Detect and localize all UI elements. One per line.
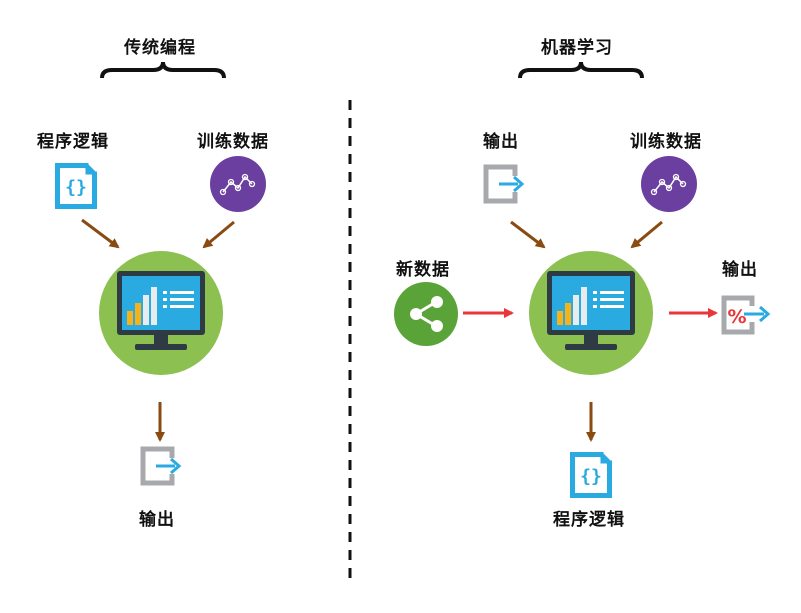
right-title-brace (518, 61, 644, 79)
arrow-logic-to-computer (81, 218, 120, 249)
arrow-data-to-computer (202, 220, 235, 249)
export-arrow-icon (486, 167, 522, 201)
right-new-data-label: 新数据 (396, 260, 450, 280)
right-output-right-label: 输出 (722, 260, 758, 280)
line-chart-icon (640, 155, 698, 213)
right-output-top-label: 输出 (483, 132, 519, 152)
left-training-data-label: 训练数据 (197, 132, 269, 152)
arrow-data-to-computer (630, 220, 663, 249)
code-document-icon (53, 161, 99, 211)
arrow-output-to-computer (510, 220, 546, 249)
share-icon (394, 282, 458, 346)
line-chart-icon (209, 155, 267, 213)
left-title-brace (100, 61, 226, 79)
monitor-chart-icon (529, 251, 653, 375)
left-title: 传统编程 (124, 38, 196, 58)
code-document-icon (568, 450, 614, 500)
export-arrow-icon (143, 449, 179, 483)
percent-export-icon: % (721, 295, 771, 335)
left-output-label: 输出 (139, 510, 175, 530)
right-program-logic-label: 程序逻辑 (553, 510, 625, 530)
monitor-chart-icon (99, 251, 223, 375)
svg-text:%: % (727, 306, 746, 328)
right-title: 机器学习 (541, 38, 613, 58)
right-training-data-label: 训练数据 (630, 132, 702, 152)
left-program-logic-label: 程序逻辑 (37, 132, 109, 152)
